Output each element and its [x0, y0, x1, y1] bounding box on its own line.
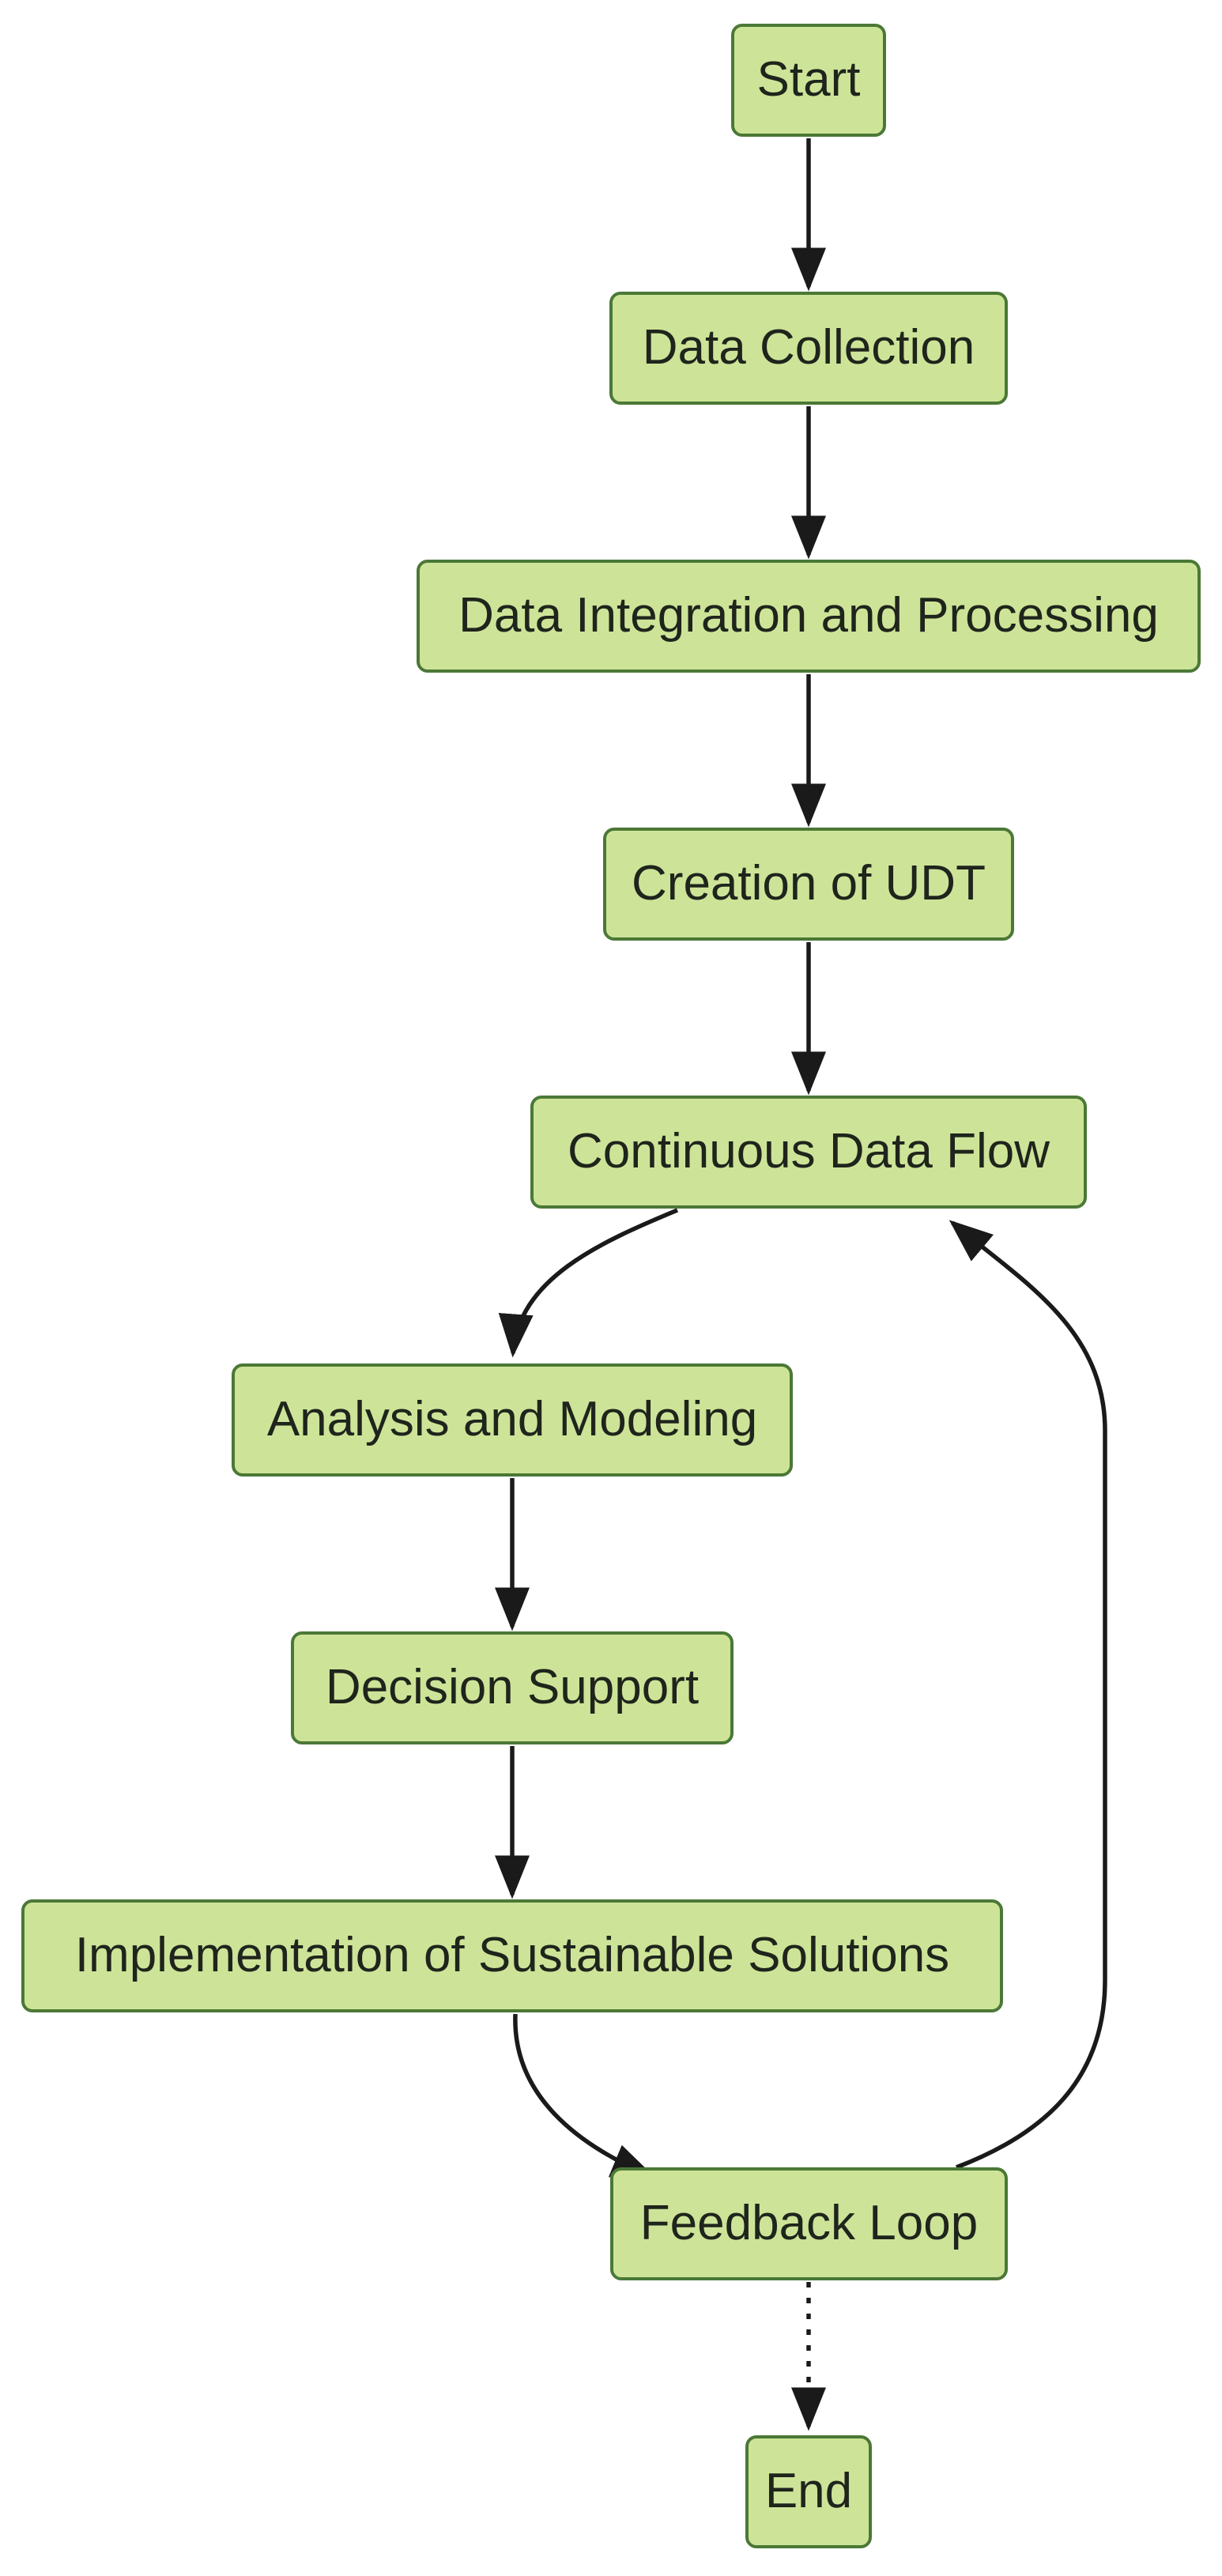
- node-feedback-loop: Feedback Loop: [610, 2167, 1008, 2280]
- edge-implementation-to-feedback-loop: [513, 2013, 656, 2178]
- node-decision-support: Decision Support: [291, 1631, 734, 1744]
- edge-continuous-data-flow-to-analysis-modeling: [498, 1208, 679, 1358]
- node-continuous-data-flow: Continuous Data Flow: [530, 1096, 1087, 1209]
- node-creation-of-udt: Creation of UDT: [603, 828, 1014, 941]
- node-implementation-sustainable-solutions: Implementation of Sustainable Solutions: [21, 1899, 1003, 2012]
- node-data-integration-processing: Data Integration and Processing: [417, 560, 1201, 673]
- node-analysis-modeling: Analysis and Modeling: [232, 1363, 793, 1477]
- node-data-collection: Data Collection: [609, 292, 1008, 405]
- node-end: End: [745, 2435, 872, 2548]
- node-start: Start: [731, 24, 886, 137]
- edge-feedback-loop-to-continuous-data-flow: [949, 1220, 1107, 2170]
